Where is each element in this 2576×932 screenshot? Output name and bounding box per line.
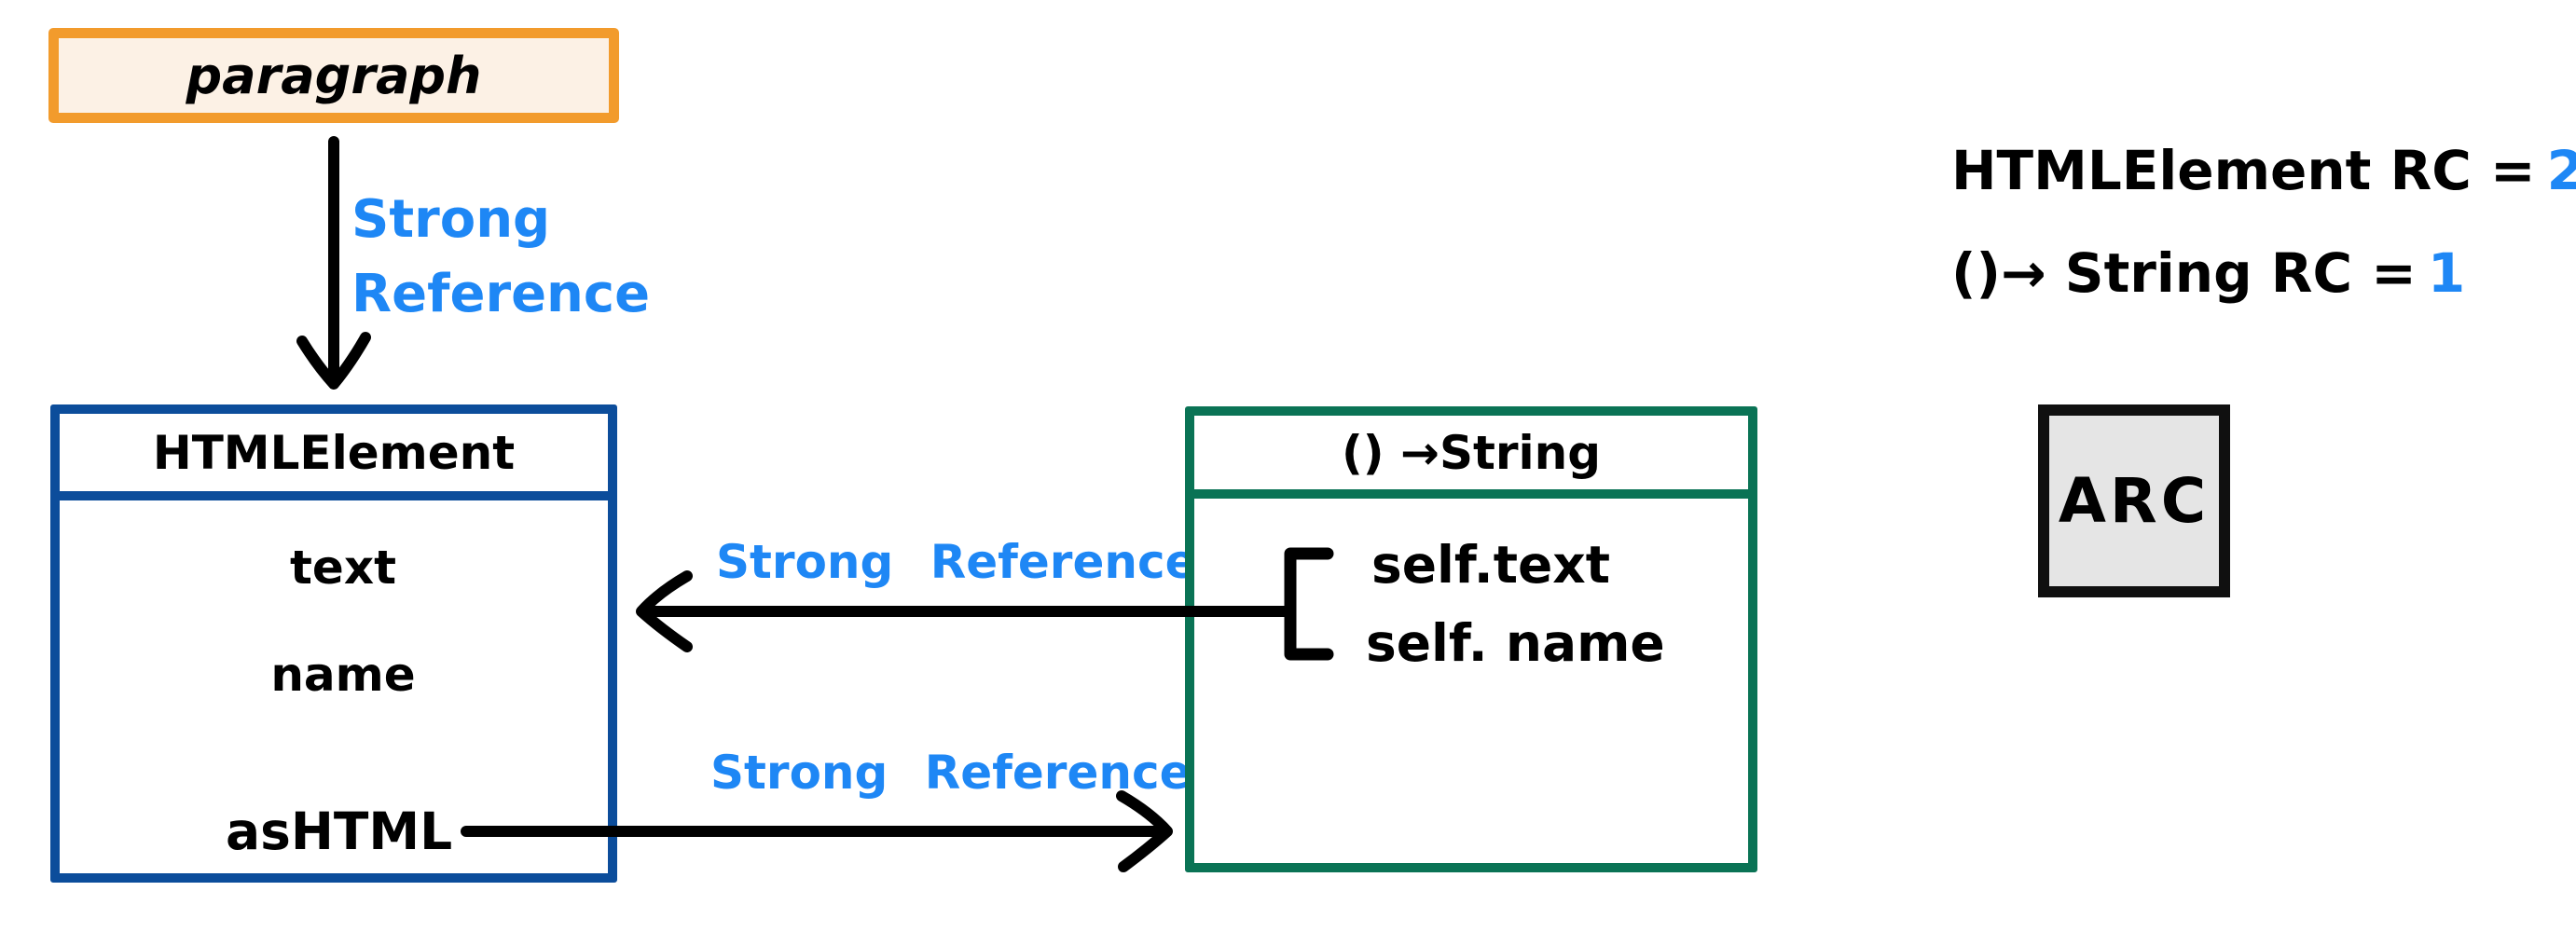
rc-line-htmlelement: HTMLElement RC =2 — [1951, 119, 2576, 222]
html-element-box: HTMLElement text name asHTML — [50, 404, 617, 883]
html-element-field-text: text — [290, 541, 396, 595]
paragraph-label: paragraph — [186, 46, 482, 105]
strong-reference-top-line2: Reference — [351, 264, 651, 324]
arc-badge: ARC — [2038, 404, 2230, 597]
html-element-method-ashtml: asHTML — [226, 802, 453, 861]
closure-capture-self-text: self.text — [1371, 535, 1611, 595]
strong-reference-label-middle: Strong Reference — [716, 535, 1197, 589]
strong-reference-label-bottom: Strong Reference — [710, 746, 1192, 800]
closure-capture-self-name: self. name — [1366, 613, 1665, 673]
rc-line1-value: 2 — [2546, 139, 2576, 202]
rc-line1-label: HTMLElement RC = — [1951, 139, 2536, 202]
reference-count-notes: HTMLElement RC =2 ()→ String RC =1 — [1951, 119, 2576, 324]
strong-reference-label-top: Strong Reference — [351, 183, 650, 332]
closure-box: () →String self.text self. name — [1185, 406, 1757, 872]
rc-line2-label: ()→ String RC = — [1951, 241, 2417, 305]
arc-label: ARC — [2058, 465, 2211, 537]
rc-line2-value: 1 — [2427, 241, 2466, 305]
html-element-title: HTMLElement — [60, 414, 608, 500]
rc-line-closure: ()→ String RC =1 — [1951, 222, 2576, 324]
closure-title: () →String — [1194, 416, 1748, 499]
html-element-field-name: name — [270, 648, 416, 702]
strong-reference-top-line1: Strong — [351, 189, 551, 250]
paragraph-variable-box: paragraph — [48, 28, 619, 123]
